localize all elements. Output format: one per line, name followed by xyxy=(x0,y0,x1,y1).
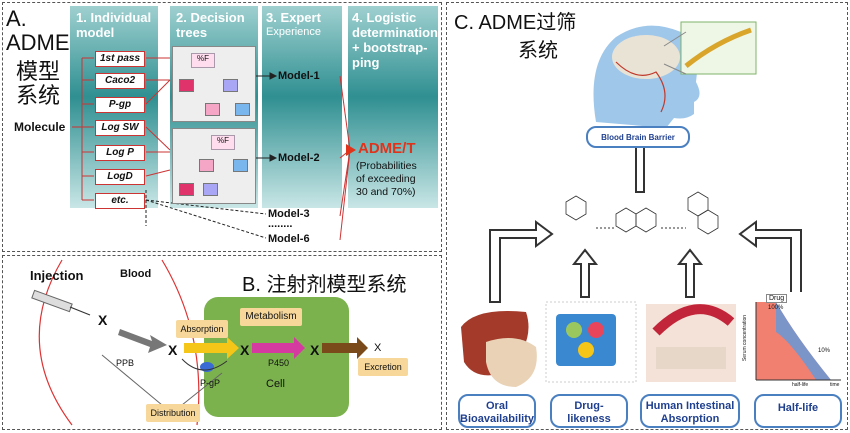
absorption-label: Absorption xyxy=(176,320,228,338)
individual-model-1st-pass: 1st pass xyxy=(95,51,145,67)
metabolism-label: Metabolism xyxy=(240,308,302,326)
panel-c-label: C. ADME过筛 xyxy=(454,12,577,34)
tree-node xyxy=(179,79,194,92)
panel-c-label-2: 系统 xyxy=(518,40,558,62)
tree-node xyxy=(233,159,248,172)
x-mark-2: X xyxy=(168,342,178,358)
panel-a-border xyxy=(2,2,442,252)
y-axis-label: Serum concentration xyxy=(742,314,749,362)
x-mark-1: X xyxy=(98,312,108,328)
individual-model-logsw: Log SW xyxy=(95,120,145,136)
x-axis-label: half-life xyxy=(792,382,809,388)
panel-a-title-3: 系统 xyxy=(16,83,61,108)
drug-badge: Drug xyxy=(766,294,788,303)
p450-label: P450 xyxy=(268,358,290,368)
model-6-label: Model-6 xyxy=(268,233,310,245)
adme-t-output-desc: (Probabilities of exceeding 30 and 70%) xyxy=(356,160,417,198)
molecule-label: Molecule xyxy=(14,120,66,134)
individual-model-caco2: Caco2 xyxy=(95,73,145,89)
models-ellipsis: ........ xyxy=(268,218,293,230)
half-life-label: Half-life xyxy=(754,394,842,428)
tree-node xyxy=(205,103,220,116)
injection-label: Injection xyxy=(30,268,84,283)
panel-a-connectors xyxy=(72,57,356,241)
pgp-label: P-gP xyxy=(200,378,221,388)
x-mark-5: X xyxy=(374,342,382,354)
pct-100: 100% xyxy=(768,305,784,311)
adme-t-output-title: ADME/T xyxy=(358,140,416,157)
model-3-label: Model-3 xyxy=(268,208,310,220)
panel-a-label: A. xyxy=(6,6,27,31)
panel-b-graphics xyxy=(31,259,368,426)
tree-node xyxy=(203,183,218,196)
individual-model-etc: etc. xyxy=(95,193,145,209)
blood-label: Blood xyxy=(120,268,152,280)
panel-c-border xyxy=(446,2,848,430)
individual-model-logp: Log P xyxy=(95,145,145,161)
drug-likeness-label: Drug-likeness xyxy=(550,394,628,428)
model-2-label: Model-2 xyxy=(278,152,320,164)
bbb-label: Blood Brain Barrier xyxy=(586,126,690,148)
tree-root-node: %F xyxy=(191,53,215,68)
decision-tree-2: %F xyxy=(172,128,256,204)
model-1-label: Model-1 xyxy=(278,70,320,82)
individual-model-logd: LogD xyxy=(95,169,145,185)
panel-b-border xyxy=(2,255,442,430)
ppb-label: PPB xyxy=(116,358,135,368)
tree-node xyxy=(199,159,214,172)
tree-node xyxy=(235,103,250,116)
panel-b-label: B. 注射剂模型系统 xyxy=(242,274,407,296)
column-band-4 xyxy=(348,6,438,208)
panel-c-graphics xyxy=(461,21,841,387)
tree-node xyxy=(179,183,194,196)
pct-10: 10% xyxy=(818,348,831,354)
column-band-3 xyxy=(262,6,342,208)
decision-tree-1: %F xyxy=(172,46,256,122)
tree-node xyxy=(223,79,238,92)
excretion-label: Excretion xyxy=(358,358,408,376)
individual-model-pgp: P-gp xyxy=(95,97,145,113)
time-label: time xyxy=(830,382,840,388)
panel-a-title-1: ADME xyxy=(6,30,70,55)
panel-a-title-2: 模型 xyxy=(16,59,61,84)
x-mark-4: X xyxy=(310,342,320,358)
distribution-label: Distribution xyxy=(146,404,200,422)
cell-label: Cell xyxy=(266,378,285,390)
x-mark-3: X xyxy=(240,342,250,358)
tree-root-node: %F xyxy=(211,135,235,150)
